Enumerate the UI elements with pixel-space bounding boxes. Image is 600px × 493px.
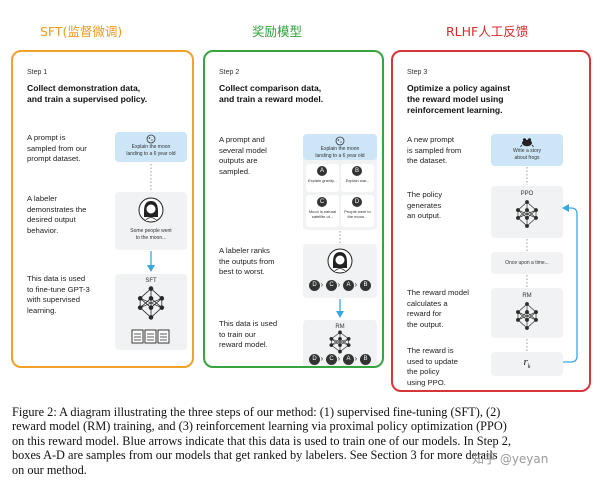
step1-label: Step 1: [27, 69, 48, 76]
labeler-avatar-icon: [138, 197, 164, 223]
rlhf-header: RLHF人工反馈: [446, 24, 529, 39]
ppo-network-icon: [516, 200, 538, 228]
output-sample-b: B Explain war...: [341, 164, 374, 192]
step3-connector-4: [526, 339, 528, 351]
step1-prompt-box: Explain the moon landing to a 6 year old: [115, 132, 187, 162]
reward-symbol: rk: [523, 356, 531, 371]
network-node: [137, 305, 143, 310]
network-node: [525, 310, 529, 315]
ppo-label: PPO: [520, 191, 534, 197]
step1-train-arrow: [147, 251, 155, 272]
network-node: [534, 310, 538, 315]
step2-prompt-box: Explain the moon landing to a 6 year old: [303, 134, 377, 160]
step3-connector-3: [526, 275, 528, 287]
network-node: [525, 215, 529, 220]
labeler-output-text: Some people went to the moon...: [130, 228, 172, 241]
network-node: [338, 337, 342, 341]
step2-reward-model-box: RM D C A B: [303, 320, 377, 366]
step3-output-box: Once upon a time...: [491, 252, 563, 274]
output-sample-a: A Explain gravity...: [306, 164, 339, 192]
network-node: [525, 326, 529, 330]
reward-model-header: 奖励模型: [252, 24, 303, 39]
network-node: [525, 224, 529, 228]
network-node: [534, 208, 538, 213]
step3-title: Optimize a policy against the reward mod…: [407, 83, 511, 115]
network-node: [148, 315, 154, 320]
network-node: [516, 215, 520, 220]
step2-train-arrow: [336, 299, 344, 318]
network-node: [534, 317, 538, 322]
network-node: [329, 337, 334, 341]
sft-header: SFT(监督微调): [40, 24, 123, 39]
output-text: Once upon a time...: [505, 260, 549, 266]
network-node: [534, 215, 538, 220]
step3-ppo-policy-box: PPO: [491, 186, 563, 238]
network-node: [346, 343, 351, 347]
step3-reward-model-box: RM: [491, 288, 563, 338]
network-node: [346, 337, 351, 341]
step2-dotted-connector: [339, 231, 341, 243]
step3-reward-box: rk: [491, 352, 563, 376]
sft-network-icon: [137, 286, 165, 320]
network-node: [148, 286, 154, 291]
step2-panel: Step 2 Collect comparison data, and trai…: [203, 50, 384, 368]
figure-caption: Figure 2: A diagram illustrating the thr…: [12, 405, 511, 477]
network-node: [148, 296, 154, 301]
network-node: [338, 343, 342, 347]
sft-model-label: SFT: [145, 278, 157, 284]
network-node: [516, 310, 520, 315]
frog-icon: [520, 138, 534, 147]
step3-connector-1: [526, 167, 528, 185]
step1-title: Collect demonstration data, and train a …: [27, 83, 148, 104]
network-node: [338, 330, 342, 335]
network-node: [137, 296, 143, 301]
rm-network-icon: [516, 302, 538, 330]
ranking-row: D C A B: [309, 279, 371, 292]
labeler-avatar-icon: [327, 248, 353, 274]
step3-connector-2: [526, 239, 528, 251]
network-node: [159, 296, 165, 301]
rm-network-icon: [329, 330, 351, 354]
step1-dotted-connector: [150, 164, 152, 190]
step3-label: Step 3: [407, 69, 428, 76]
step3-prompt-box: Write a story about frogs: [491, 134, 563, 166]
network-node: [525, 200, 529, 204]
step2-samples-box: Explain the moon landing to a 6 year old…: [303, 134, 377, 230]
network-node: [329, 343, 334, 347]
network-node: [525, 302, 529, 306]
step1-labeler-box: Some people went to the moon...: [115, 192, 187, 250]
step2-label: Step 2: [219, 69, 240, 76]
zhihu-watermark: 知乎 @yeyan: [472, 452, 549, 466]
moon-icon: [335, 136, 345, 146]
network-node: [525, 317, 529, 322]
ranking-row-rm: D C A B: [309, 353, 371, 366]
step2-labeler-ranking-box: D C A B: [303, 244, 377, 298]
step2-title: Collect comparison data, and train a rew…: [219, 83, 324, 104]
network-node: [516, 317, 520, 322]
rm-label: RM: [522, 293, 532, 299]
network-node: [525, 208, 529, 213]
rm-model-label: RM: [335, 324, 345, 330]
step1-sft-model-box: SFT: [115, 274, 187, 350]
network-node: [159, 305, 165, 310]
network-node: [516, 208, 520, 213]
step1-panel: Step 1 Collect demonstration data, and t…: [11, 50, 194, 368]
ppo-update-feedback-arrow: [562, 204, 578, 363]
step3-panel: Step 3 Optimize a policy against the rew…: [391, 50, 591, 392]
moon-icon: [146, 134, 156, 144]
network-node: [148, 305, 154, 310]
training-documents-icon: [131, 329, 170, 344]
